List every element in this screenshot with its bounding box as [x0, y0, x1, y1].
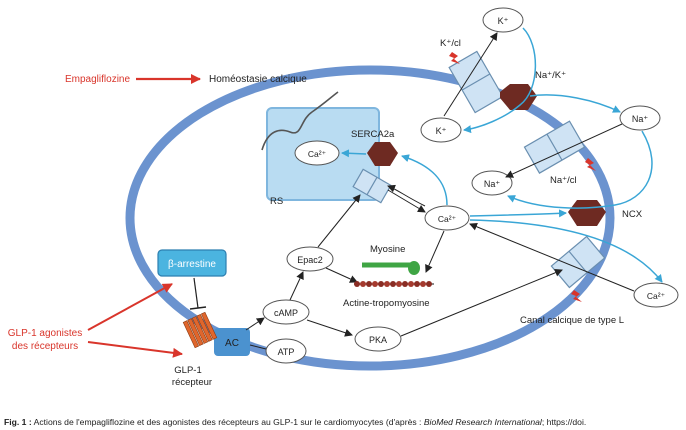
- red-bolt-canal: [571, 290, 582, 302]
- ncx-label: NCX: [622, 209, 643, 220]
- nak-k-in-arrow: [463, 27, 537, 134]
- ac-to-camp-arrow: [245, 317, 265, 331]
- ca-center-label: Ca²⁺: [438, 214, 457, 224]
- glp1-to-receptor-arrow: [87, 341, 183, 358]
- rs-label: RS: [270, 196, 283, 207]
- serca-uptake-arrow: [341, 149, 367, 158]
- ca-influx-arrow: [469, 222, 635, 292]
- canal-label: Canal calcique de type L: [520, 315, 624, 326]
- epac2-label: Epac2: [297, 255, 323, 265]
- na-out-label: Na⁺: [632, 114, 649, 124]
- beta-inhibit-bar: [189, 306, 207, 310]
- nacl-transporter: [523, 120, 586, 174]
- camp-to-pka-arrow: [306, 319, 353, 337]
- actine-label: Actine-tropomyosine: [343, 298, 430, 309]
- ac-label: AC: [225, 338, 239, 349]
- myosin-head: [408, 261, 420, 275]
- pka-label: PKA: [369, 335, 387, 345]
- k-inner-label: K⁺: [436, 126, 447, 136]
- glp1-to-beta-arrow: [87, 283, 173, 331]
- caption-text-before: Actions de l'empagliflozine et des agoni…: [31, 417, 424, 427]
- ncx-exchanger: [568, 200, 606, 226]
- k-efflux-arrow: [443, 32, 498, 117]
- glp1-receptor-label-2: récepteur: [172, 377, 212, 388]
- beta-inhibit-stem: [193, 277, 199, 309]
- nak-pump: [500, 84, 537, 110]
- camp-node: [262, 299, 310, 325]
- cell-membrane: [125, 65, 615, 371]
- beta-arrestine-label: β-arrestine: [168, 259, 216, 270]
- nacl-label: Na⁺/cl: [550, 175, 577, 186]
- ca-out-node: [633, 282, 679, 308]
- k-top-label: K⁺: [498, 16, 509, 26]
- serca2a-pump: [367, 142, 398, 166]
- pka-to-channel-arrow: [400, 268, 563, 337]
- cardiomyocyte-diagram: Empagliflozine Homéostasie calcique K⁺/c…: [8, 7, 679, 388]
- ca-to-ncx-arrow: [469, 209, 567, 218]
- atp-to-ac-line: [249, 344, 267, 350]
- k-top-node: [482, 7, 524, 33]
- myosine-label: Myosine: [370, 244, 405, 255]
- caption-fig: Fig. 1 :: [4, 417, 32, 427]
- pka-node: [354, 326, 402, 352]
- ryr-release-arrow: [387, 189, 426, 213]
- atp-node: [265, 338, 307, 364]
- nacl-na-in-arrow: [505, 123, 623, 178]
- ac-box: [214, 328, 250, 356]
- epac2-to-ryr-arrow: [317, 194, 361, 248]
- camp-label: cAMP: [274, 308, 298, 318]
- na-in-node: [471, 170, 513, 196]
- kcl-label: K⁺/cl: [440, 38, 461, 49]
- glp1-agonistes-label-1: GLP-1 agonistes: [8, 328, 83, 339]
- rs-squiggle: [261, 91, 339, 151]
- nak-label: Na⁺/K⁺: [535, 70, 566, 81]
- na-in-label: Na⁺: [484, 179, 501, 189]
- l-type-channel: [550, 235, 606, 289]
- red-bolt-nacl: [585, 158, 596, 171]
- caption-journal: BioMed Research International: [423, 417, 542, 427]
- ca-rs-node: [294, 140, 340, 166]
- na-out-node: [619, 105, 661, 131]
- camp-to-epac2-arrow: [289, 271, 304, 301]
- glp1-receptor-label-1: GLP-1: [174, 365, 201, 376]
- serca-label: SERCA2a: [351, 129, 395, 140]
- ca-out-label: Ca²⁺: [647, 291, 666, 301]
- ca-center-node: [424, 205, 470, 231]
- ryr-channel: [352, 168, 392, 204]
- ca-to-serca-arrow: [401, 154, 448, 206]
- epac2-node: [286, 246, 334, 272]
- atp-label: ATP: [278, 347, 295, 357]
- ca-to-myosin-arrow: [425, 230, 445, 273]
- ncx-na-in-arrow: [507, 130, 653, 209]
- epac2-to-myosin-arrow: [325, 267, 358, 283]
- red-bolt-kcl: [449, 52, 460, 64]
- k-inner-node: [420, 117, 462, 143]
- ca-rs-label: Ca²⁺: [308, 149, 327, 159]
- actin-filament: [354, 281, 434, 287]
- glp1-agonistes-label-2: des récepteurs: [12, 341, 78, 352]
- caption-text-after: ; https://doi.: [541, 417, 587, 427]
- glp1-receptor-glyph: [182, 311, 218, 349]
- ca-efflux-arrow: [469, 219, 663, 283]
- nak-na-out-arrow: [529, 94, 621, 113]
- beta-arrestine-box: [157, 249, 227, 277]
- ca-to-ryr-arrow: [387, 184, 426, 207]
- homeostasie-label: Homéostasie calcique: [209, 74, 307, 85]
- figure-caption: Fig. 1 : Actions de l'empagliflozine et …: [4, 417, 686, 427]
- kcl-transporter: [448, 50, 504, 114]
- empagliflozine-label: Empagliflozine: [65, 74, 130, 85]
